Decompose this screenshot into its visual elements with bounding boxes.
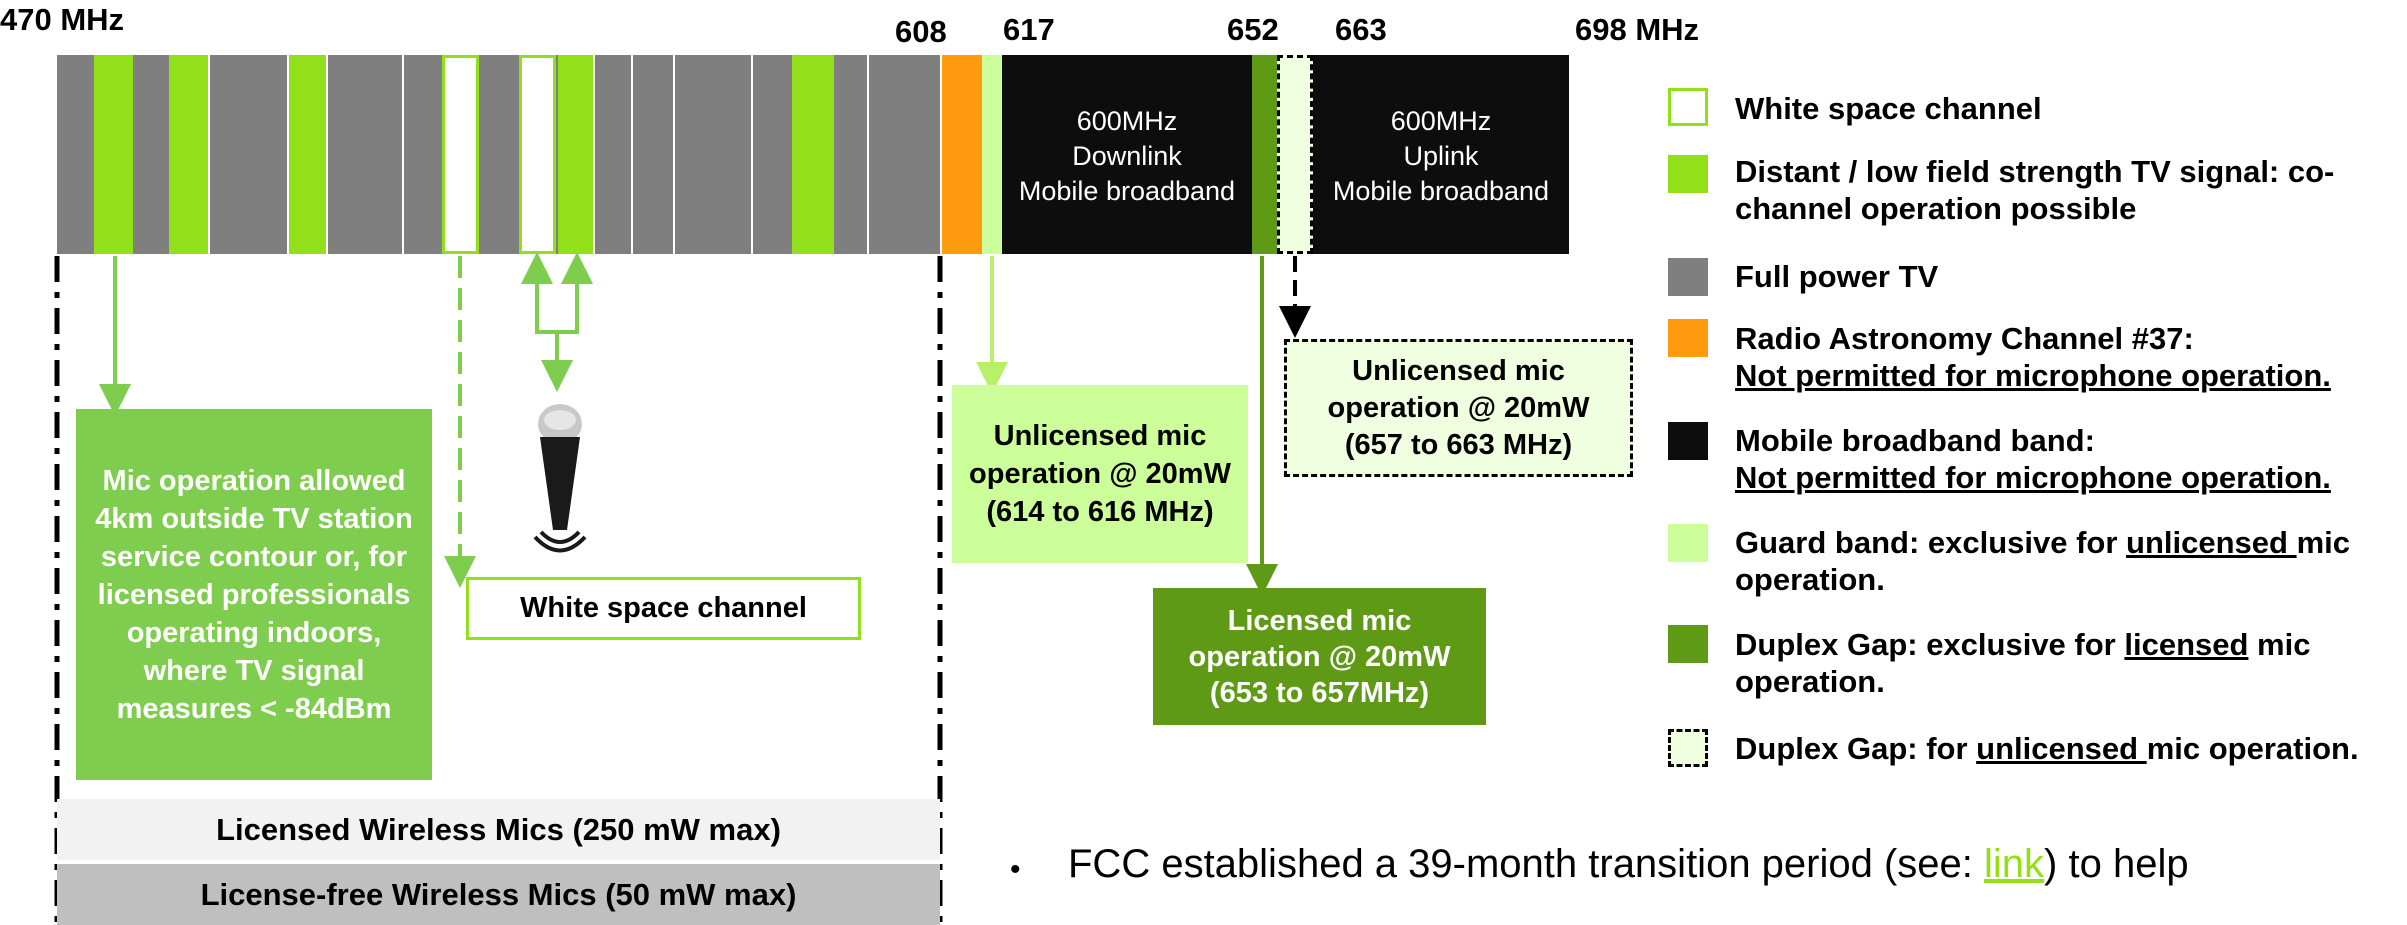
legend-mobile-note: Not permitted for microphone operation. — [1735, 460, 2331, 495]
guard-band — [982, 55, 1002, 254]
downlink-label: 600MHz Downlink Mobile broadband — [1002, 104, 1252, 209]
legend-swatch-duplex-unlicensed — [1668, 729, 1708, 767]
mic-operation-outside-contour-box: Mic operation allowed 4km outside TV sta… — [76, 409, 432, 780]
legend-swatch-guard-band — [1668, 524, 1708, 562]
duplex-gap-unlicensed — [1277, 55, 1313, 254]
legend-duplexu-post: mic operation. — [2146, 731, 2359, 766]
license-free-wireless-mics-text: License-free Wireless Mics (50 mW max) — [200, 876, 797, 912]
legend-radio-astro-line1: Radio Astronomy Channel #37: — [1735, 321, 2194, 356]
legend-radio-astro-line2: Not permitted for microphone operation. — [1735, 357, 2331, 394]
legend-swatch-radio-astronomy — [1668, 319, 1708, 357]
unlicensed-duplex-gap-box: Unlicensed mic operation @ 20mW (657 to … — [1284, 339, 1633, 477]
legend-swatch-mobile-broadband — [1668, 422, 1708, 460]
distant-tv-channel — [792, 55, 834, 254]
legend-duplex-licensed-text: Duplex Gap: exclusive for licensed mic o… — [1735, 626, 2310, 700]
legend-duplex-pre: Duplex Gap: exclusive for — [1735, 627, 2125, 662]
legend-guard-line2: operation. — [1735, 562, 1885, 597]
legend-swatch-duplex-licensed — [1668, 625, 1708, 663]
legend-mobile-line2: Not permitted for microphone operation. — [1735, 459, 2331, 496]
legend-distant-tv-text: Distant / low field strength TV signal: … — [1735, 153, 2334, 227]
legend-mobile-line1: Mobile broadband band: — [1735, 423, 2095, 458]
white-space-channel-text: White space channel — [520, 592, 807, 624]
bullet-text: FCC established a 39-month transition pe… — [1068, 840, 2398, 888]
white-space-channel-box: White space channel — [466, 577, 861, 640]
legend-duplex-post: mic — [2248, 627, 2311, 662]
legend-mobile-text: Mobile broadband band: Not permitted for… — [1735, 422, 2331, 496]
distant-tv-channel — [169, 55, 209, 254]
white-space-channel — [442, 55, 479, 254]
distant-tv-channel — [288, 55, 327, 254]
legend-radio-astronomy-text: Radio Astronomy Channel #37: Not permitt… — [1735, 320, 2331, 394]
legend-full-power-text: Full power TV — [1735, 259, 1939, 294]
legend-swatch-distant-tv — [1668, 155, 1708, 193]
licensed-duplex-gap-text: Licensed mic operation @ 20mW (653 to 65… — [1188, 604, 1451, 709]
uplink-band — [1313, 55, 1569, 254]
uplink-line2: Uplink — [1403, 141, 1479, 171]
distant-tv-channel — [94, 55, 133, 254]
downlink-line3: Mobile broadband — [1018, 176, 1236, 206]
uplink-line1: 600MHz — [1390, 106, 1492, 136]
freq-label-470: 470 MHz — [0, 2, 125, 37]
channel-separators — [208, 55, 869, 254]
unlicensed-duplex-gap-text: Unlicensed mic operation @ 20mW (657 to … — [1327, 354, 1590, 461]
legend-guard-pre: Guard band: exclusive for — [1735, 525, 2127, 560]
legend-swatch-white-space — [1668, 88, 1708, 126]
legend-distant-line1: Distant / low field strength TV signal: … — [1735, 154, 2335, 189]
legend-guard-line1: Guard band: exclusive for unlicensed mic — [1735, 524, 2350, 561]
white-space-channel — [519, 55, 556, 254]
legend-duplexu-underlined: unlicensed — [1976, 731, 2147, 766]
licensed-wireless-mics-bar: Licensed Wireless Mics (250 mW max) — [57, 799, 940, 860]
freq-label-663: 663 — [1335, 12, 1387, 47]
freq-label-698: 698 MHz — [1575, 12, 1700, 47]
distant-tv-channel — [558, 55, 594, 254]
license-free-wireless-mics-bar: License-free Wireless Mics (50 mW max) — [57, 864, 940, 925]
legend-guard-text: Guard band: exclusive for unlicensed mic… — [1735, 524, 2350, 598]
fcc-transition-link[interactable]: link — [1984, 842, 2045, 886]
downlink-band — [1002, 55, 1252, 254]
legend-guard-underlined: unlicensed — [2126, 525, 2297, 560]
radio-astronomy-channel — [942, 55, 982, 254]
freq-label-652: 652 — [1227, 12, 1279, 47]
legend-white-space-text: White space channel — [1735, 91, 2042, 126]
unlicensed-guard-band-text: Unlicensed mic operation @ 20mW (614 to … — [969, 420, 1231, 528]
mic-operation-text: Mic operation allowed 4km outside TV sta… — [95, 464, 413, 725]
unlicensed-guard-band-box: Unlicensed mic operation @ 20mW (614 to … — [952, 385, 1248, 563]
legend-duplex-line2: operation. — [1735, 664, 1885, 699]
legend-radio-astro-note: Not permitted for microphone operation. — [1735, 358, 2331, 393]
legend-guard-post: mic — [2296, 525, 2351, 560]
bullet-point: • — [1010, 844, 1021, 889]
bullet-symbol: • — [1010, 853, 1021, 886]
microphone-icon — [533, 404, 587, 553]
bullet-text-pre: FCC established a 39-month transition pe… — [1068, 842, 1985, 886]
bullet-text-post: ) to help — [2044, 842, 2189, 886]
legend-duplexu-pre: Duplex Gap: for — [1735, 731, 1977, 766]
legend-distant-line2: channel operation possible — [1735, 191, 2137, 226]
licensed-wireless-mics-text: Licensed Wireless Mics (250 mW max) — [216, 811, 781, 847]
legend-duplex-line1: Duplex Gap: exclusive for licensed mic — [1735, 626, 2310, 663]
duplex-gap-licensed — [1252, 55, 1277, 254]
licensed-duplex-gap-box: Licensed mic operation @ 20mW (653 to 65… — [1153, 588, 1486, 725]
downlink-line2: Downlink — [1072, 141, 1182, 171]
legend-duplex-underlined: licensed — [2124, 627, 2249, 662]
freq-label-617: 617 — [1003, 12, 1055, 47]
legend-duplex-unlicensed-text: Duplex Gap: for unlicensed mic operation… — [1735, 730, 2359, 767]
legend-swatch-full-power-tv — [1668, 258, 1708, 296]
uplink-label: 600MHz Uplink Mobile broadband — [1313, 104, 1569, 209]
freq-label-608: 608 — [895, 14, 947, 49]
uplink-line3: Mobile broadband — [1332, 176, 1550, 206]
downlink-line1: 600MHz — [1076, 106, 1178, 136]
